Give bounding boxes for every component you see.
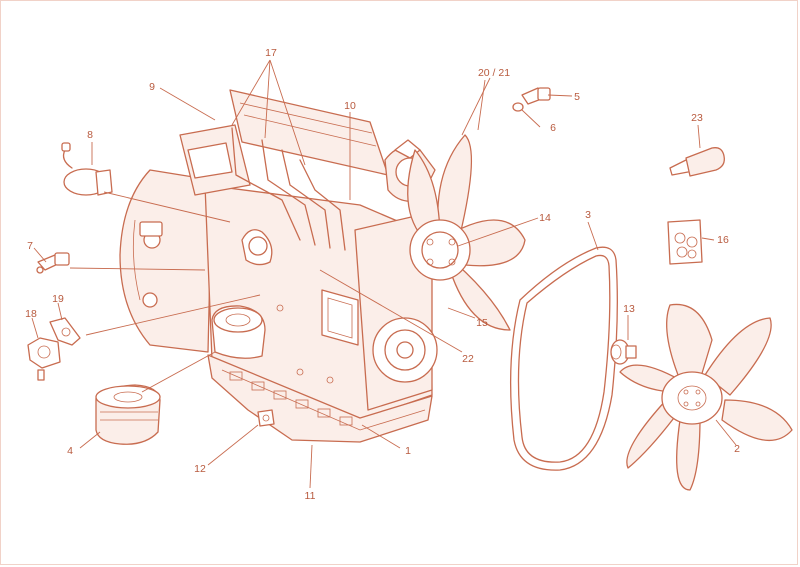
callout-labels: 17 9 10 20 / 21 5 6 23 8 14 3 16 7 19 18… (25, 47, 740, 502)
callout-7: 7 (27, 240, 33, 252)
gasket[interactable] (49, 317, 81, 346)
callout-20-21: 20 / 21 (478, 67, 510, 79)
stop-solenoid[interactable] (61, 142, 113, 196)
temperature-sensor[interactable] (36, 252, 70, 274)
callout-10: 10 (344, 100, 356, 112)
callout-13: 13 (623, 303, 635, 315)
leader-lines (31, 59, 737, 489)
engine-block[interactable] (119, 89, 438, 443)
callout-6: 6 (550, 122, 556, 134)
callout-8: 8 (87, 129, 93, 141)
callout-22: 22 (462, 353, 474, 365)
fuel-pipes[interactable] (231, 127, 346, 251)
plug-5[interactable] (521, 87, 551, 105)
thermostat-housing[interactable] (27, 337, 61, 381)
seal-kit[interactable] (667, 219, 703, 265)
water-pump-fan (407, 134, 526, 331)
callout-2: 2 (734, 443, 740, 455)
callout-18: 18 (25, 308, 37, 320)
callout-3: 3 (585, 209, 591, 221)
cooling-fan[interactable] (619, 303, 793, 491)
callout-12: 12 (194, 463, 206, 475)
fan-spacer[interactable] (610, 339, 637, 365)
callout-14: 14 (539, 212, 551, 224)
callout-15: 15 (476, 317, 488, 329)
callout-11: 11 (305, 490, 316, 502)
callout-9: 9 (149, 81, 155, 93)
sealant-tube[interactable] (669, 147, 725, 177)
callout-17: 17 (265, 47, 277, 59)
callout-1: 1 (405, 445, 411, 457)
washer-6[interactable] (512, 102, 524, 112)
oil-filter[interactable] (95, 384, 161, 445)
callout-19: 19 (52, 293, 64, 305)
mounted-oil-filter (211, 305, 266, 359)
callout-23: 23 (691, 112, 703, 124)
callout-16: 16 (717, 234, 729, 246)
v-belt[interactable] (510, 246, 618, 471)
drain-plug[interactable] (257, 409, 275, 427)
callout-5: 5 (574, 91, 580, 103)
callout-4: 4 (67, 445, 73, 457)
